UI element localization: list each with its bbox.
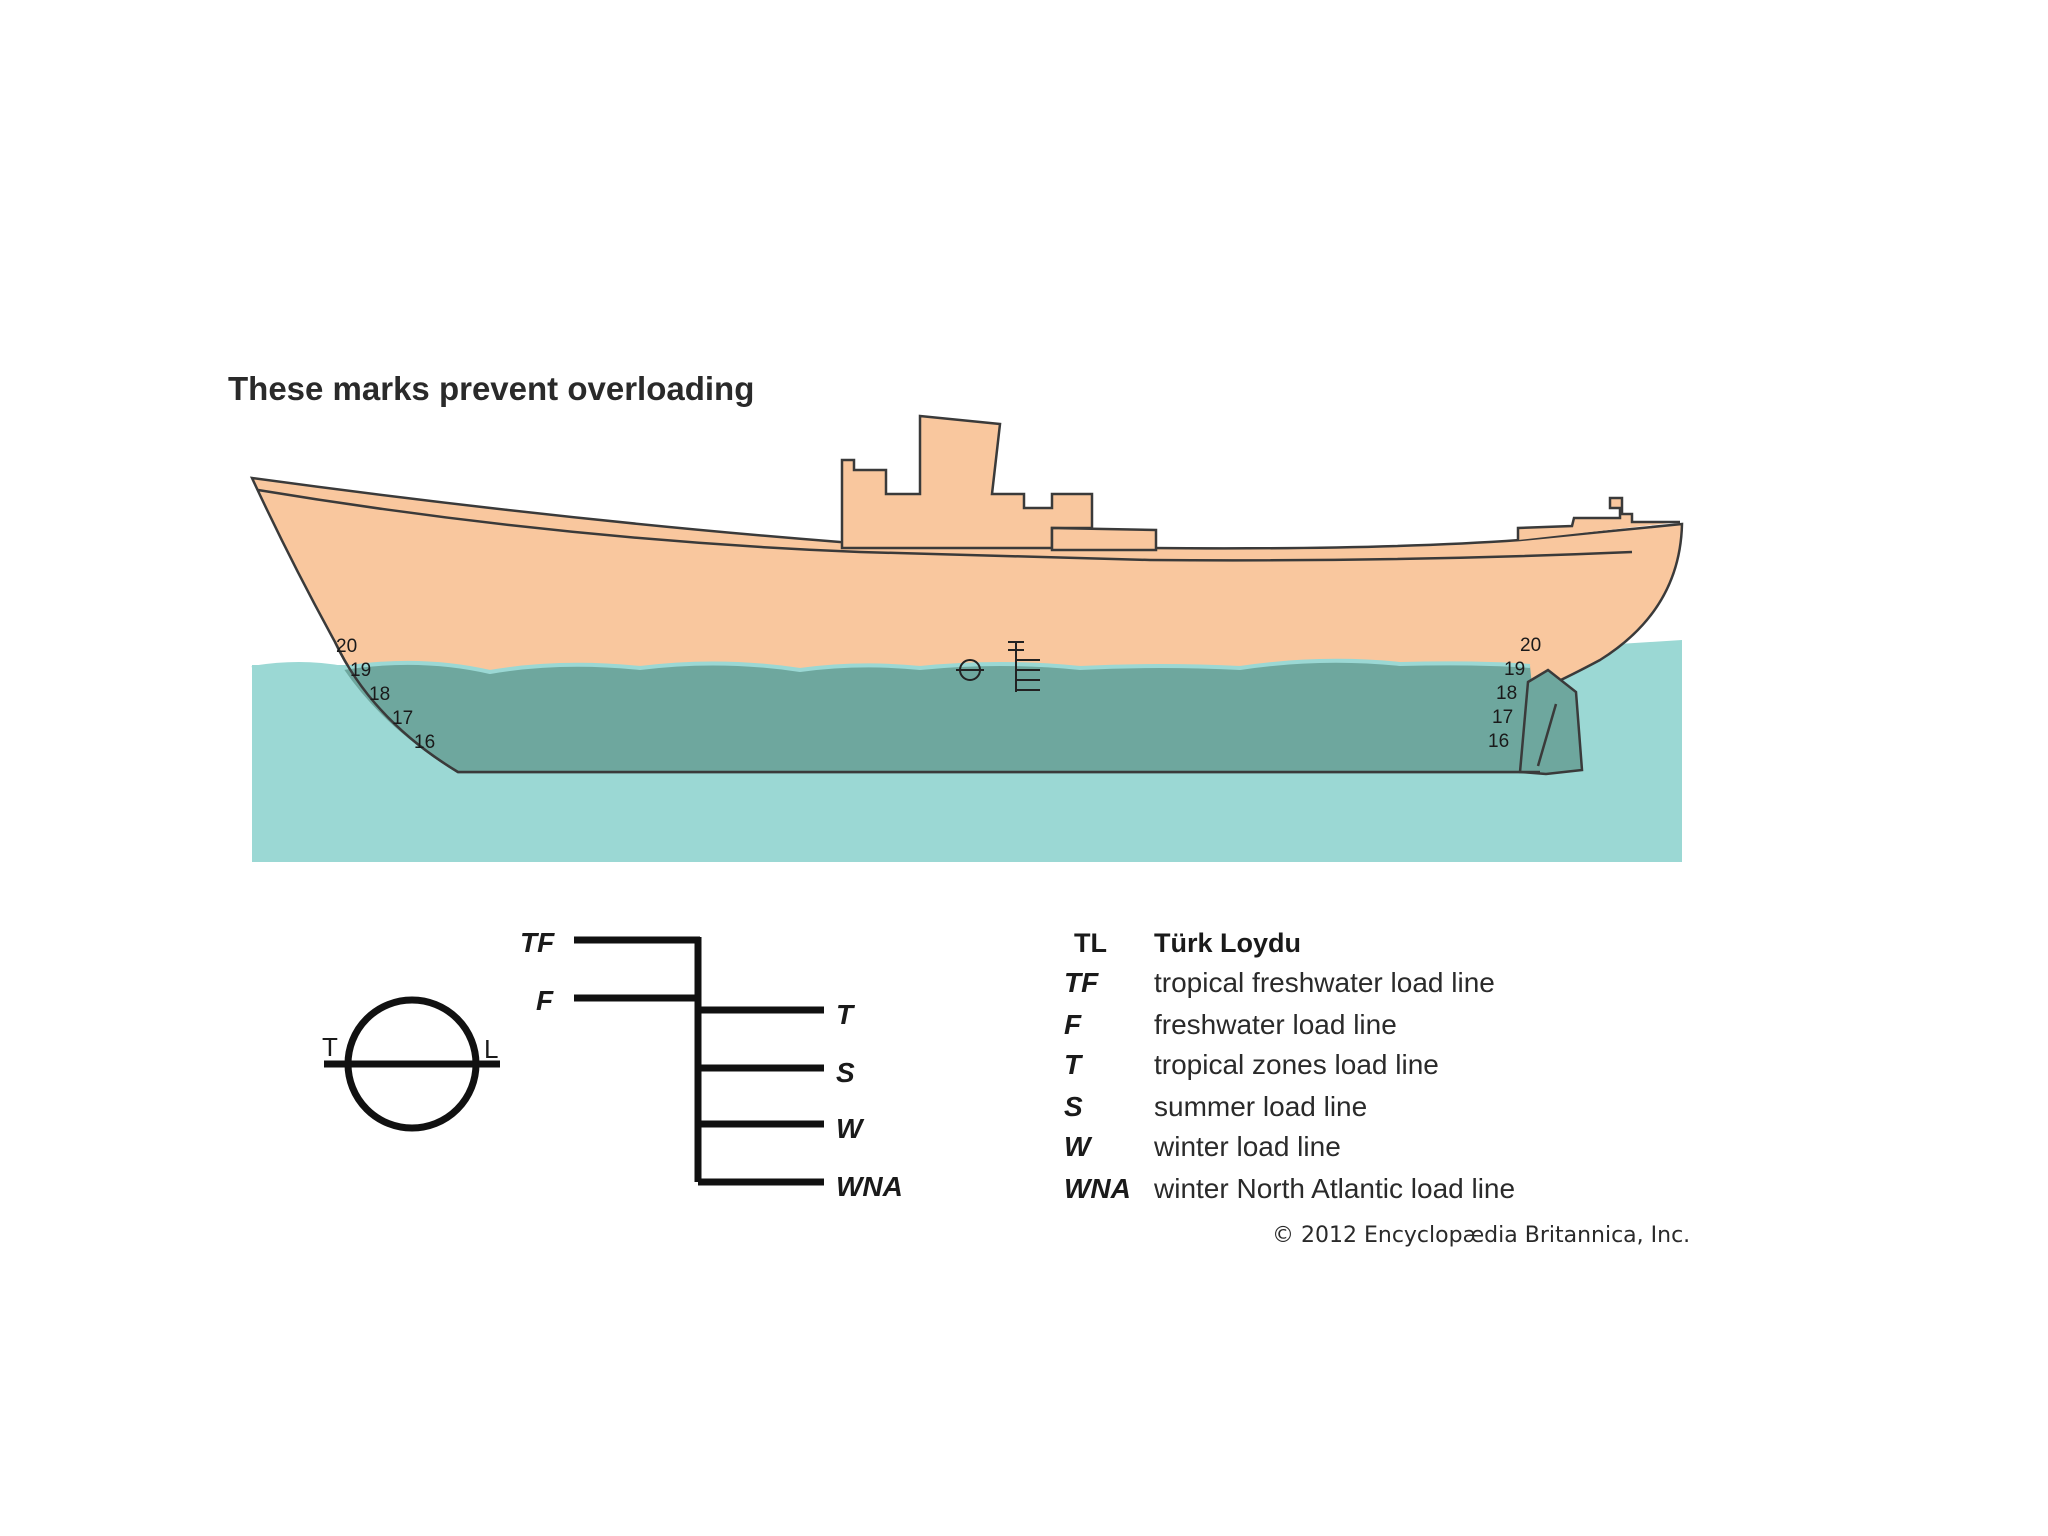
plimsoll-letter-l: L xyxy=(484,1034,498,1064)
plimsoll-disc: T L xyxy=(322,996,500,1132)
stern-draft-19: 19 xyxy=(1504,659,1525,680)
legend-abbr: TF xyxy=(1064,967,1099,998)
load-line-ladder: TF F T S W WNA xyxy=(520,927,903,1202)
legend-row-wna: WNA winter North Atlantic load line xyxy=(1064,1173,1515,1204)
legend-desc: freshwater load line xyxy=(1154,1009,1397,1040)
legend-abbr: T xyxy=(1064,1049,1084,1080)
deck-line xyxy=(257,488,1633,562)
ladder-label-w: W xyxy=(836,1113,865,1144)
legend-abbr: W xyxy=(1064,1131,1093,1162)
bow-structure xyxy=(1516,496,1680,540)
ladder-label-f: F xyxy=(536,985,554,1016)
legend-row-w: W winter load line xyxy=(1064,1131,1341,1162)
bow-draft-18: 18 xyxy=(369,684,390,705)
ladder-label-s: S xyxy=(836,1057,855,1088)
legend-row-s: S summer load line xyxy=(1064,1091,1367,1122)
stern-draft-17: 17 xyxy=(1492,707,1513,728)
bow-draft-16: 16 xyxy=(414,732,435,753)
bow-draft-marks: 20 19 18 17 16 xyxy=(336,636,435,753)
legend-abbr: WNA xyxy=(1064,1173,1131,1204)
ship-illustration: 20 19 18 17 16 20 19 18 17 16 xyxy=(249,414,1684,862)
copyright-credit: © 2012 Encyclopædia Britannica, Inc. xyxy=(1272,1223,1690,1248)
ladder-label-wna: WNA xyxy=(836,1171,903,1202)
stern-draft-16: 16 xyxy=(1488,731,1509,752)
stern-draft-20: 20 xyxy=(1520,635,1541,656)
legend-desc: Türk Loydu xyxy=(1154,928,1301,958)
legend-desc: tropical freshwater load line xyxy=(1154,967,1495,998)
bow-draft-19: 19 xyxy=(350,660,371,681)
diagram-title: These marks prevent overloading xyxy=(228,370,754,407)
bow-draft-20: 20 xyxy=(336,636,357,657)
legend-abbr: S xyxy=(1064,1091,1083,1122)
legend-desc: tropical zones load line xyxy=(1154,1049,1439,1080)
legend-desc: winter load line xyxy=(1153,1131,1341,1162)
bow-draft-17: 17 xyxy=(392,708,413,729)
stern-draft-marks: 20 19 18 17 16 xyxy=(1488,635,1541,752)
legend: TL Türk Loydu TF tropical freshwater loa… xyxy=(1064,928,1515,1204)
ladder-label-tf: TF xyxy=(520,927,555,958)
legend-row-t: T tropical zones load line xyxy=(1064,1049,1439,1080)
stern-draft-18: 18 xyxy=(1496,683,1517,704)
rudder-stock xyxy=(1536,703,1558,767)
midship-plimsoll-mark xyxy=(956,641,1040,692)
legend-row-f: F freshwater load line xyxy=(1064,1009,1397,1040)
submerged-hull xyxy=(343,660,1548,772)
legend-abbr: TL xyxy=(1074,928,1107,958)
ladder-label-t: T xyxy=(836,999,856,1030)
legend-abbr: F xyxy=(1064,1009,1082,1040)
legend-desc: summer load line xyxy=(1154,1091,1367,1122)
hull-keel-outline xyxy=(333,641,1540,774)
waterline-wave xyxy=(251,658,1531,675)
plimsoll-letter-t: T xyxy=(322,1032,338,1062)
bridge-deck xyxy=(1050,526,1158,552)
legend-row-tf: TF tropical freshwater load line xyxy=(1064,967,1495,998)
legend-desc: winter North Atlantic load line xyxy=(1153,1173,1515,1204)
legend-row-tl: TL Türk Loydu xyxy=(1074,928,1301,958)
